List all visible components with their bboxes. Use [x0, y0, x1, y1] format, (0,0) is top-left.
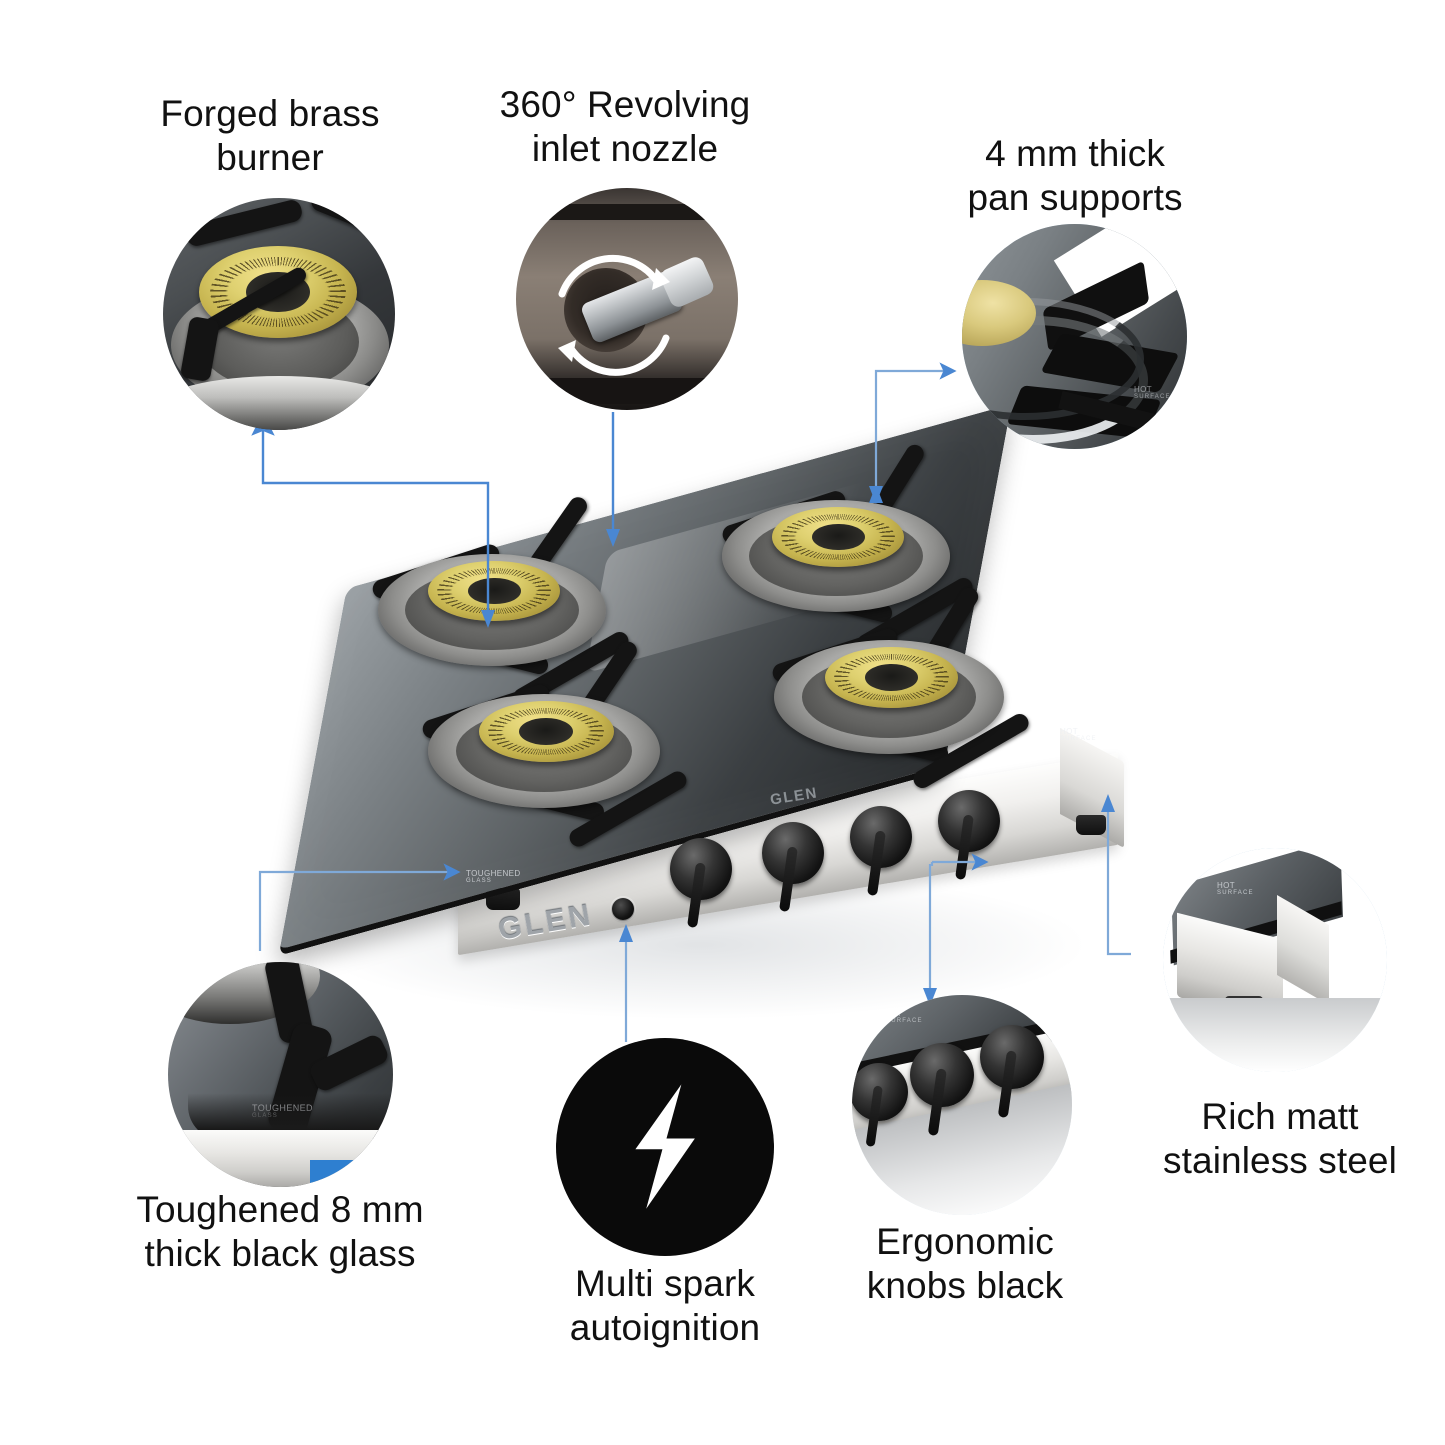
forged-brass-cap: [824, 646, 958, 709]
hot-surface-emblem-subtext: SURFACE: [1060, 736, 1097, 743]
blue-tape: [310, 1160, 366, 1187]
product-foot-right: [1076, 815, 1106, 835]
ergonomic-knob-right[interactable]: [980, 1025, 1044, 1118]
burner-perforations: [833, 654, 949, 701]
knob-fourth[interactable]: [938, 790, 1000, 880]
toughened-glass-emblem-text: TOUGHENED: [466, 869, 521, 878]
feature-bubble-multi-spark-autoignition: [556, 1038, 774, 1256]
forged-brass-cap: [479, 700, 614, 763]
surface-shadow: [1163, 998, 1387, 1072]
burner-base-arc: [962, 298, 1144, 420]
burner-perforations: [488, 708, 605, 755]
feature-bubble-toughened-glass: TOUGHENED GLASS: [168, 962, 393, 1187]
hot-surface-emblem-subtext: SURFACE: [1134, 394, 1171, 401]
burner-rear-right: [722, 500, 950, 612]
nozzle-panel-band-top: [516, 204, 738, 220]
hot-surface-emblem-subtext: SURFACE: [886, 1018, 923, 1025]
feature-label-toughened-glass: Toughened 8 mm thick black glass: [136, 1189, 424, 1275]
hot-surface-emblem-text: HOT: [1060, 727, 1079, 736]
burner-front-left: [428, 694, 660, 808]
nozzle-panel-band-bottom: [516, 378, 738, 404]
knob-third[interactable]: [850, 806, 912, 896]
glass-rounded-corner: [188, 1062, 393, 1140]
burner-perforations: [437, 567, 552, 614]
burner-rear-left: [378, 554, 606, 666]
burner-front-right: [774, 640, 1004, 754]
feature-label-multi-spark-autoignition: Multi spark autoignition: [569, 1263, 761, 1349]
product-image-gas-stove: TOUGHENED GLASS HOT SURFACE GLEN: [270, 404, 1150, 1020]
hot-surface-emblem: HOT SURFACE: [1217, 881, 1254, 897]
feature-bubble-pan-supports: HOT SURFACE: [962, 224, 1187, 449]
forged-brass-cap: [772, 506, 905, 568]
toughened-glass-emblem: TOUGHENED GLASS: [466, 869, 521, 885]
burner-perforations: [781, 513, 896, 560]
feature-label-ergonomic-knobs: Ergonomic knobs black: [866, 1221, 1064, 1307]
feature-label-rich-matt-stainless-steel: Rich matt stainless steel: [1163, 1096, 1397, 1182]
ergonomic-knob-left[interactable]: [852, 1063, 908, 1148]
feature-label-forged-brass-burner: Forged brass burner: [160, 93, 380, 179]
hot-surface-emblem-text: HOT: [886, 1011, 902, 1018]
knob-first[interactable]: [670, 838, 732, 928]
chrome-sweep: [163, 376, 395, 430]
lightning-bolt-icon: [635, 1084, 695, 1210]
feature-bubble-forged-brass-burner: [163, 198, 395, 430]
toughened-glass-emblem-subtext: GLASS: [466, 878, 493, 885]
ergonomic-knob-center[interactable]: [910, 1043, 974, 1136]
knob-second[interactable]: [762, 822, 824, 912]
hot-surface-emblem-subtext: SURFACE: [1217, 890, 1254, 897]
feature-bubble-rich-matt-stainless-steel: HOT SURFACE: [1163, 848, 1387, 1072]
forged-brass-cap: [428, 560, 561, 622]
feature-bubble-ergonomic-knobs: HOT SURFACE: [852, 995, 1072, 1215]
hot-surface-emblem-text: HOT: [1217, 881, 1236, 890]
hot-surface-emblem: HOT SURFACE: [1134, 385, 1171, 401]
hot-surface-emblem-text: HOT: [1134, 385, 1153, 394]
feature-label-pan-supports: 4 mm thick pan supports: [967, 133, 1183, 219]
feature-bubble-revolving-inlet-nozzle: [516, 188, 738, 410]
hot-surface-emblem: HOT SURFACE: [1060, 727, 1097, 743]
knob-lever: [955, 814, 974, 880]
hot-surface-emblem: HOT SURFACE: [886, 1011, 923, 1025]
igniter-button[interactable]: [612, 898, 634, 920]
rotate-arrows-icon: [558, 254, 670, 376]
feature-label-revolving-inlet-nozzle: 360° Revolving inlet nozzle: [499, 84, 751, 170]
